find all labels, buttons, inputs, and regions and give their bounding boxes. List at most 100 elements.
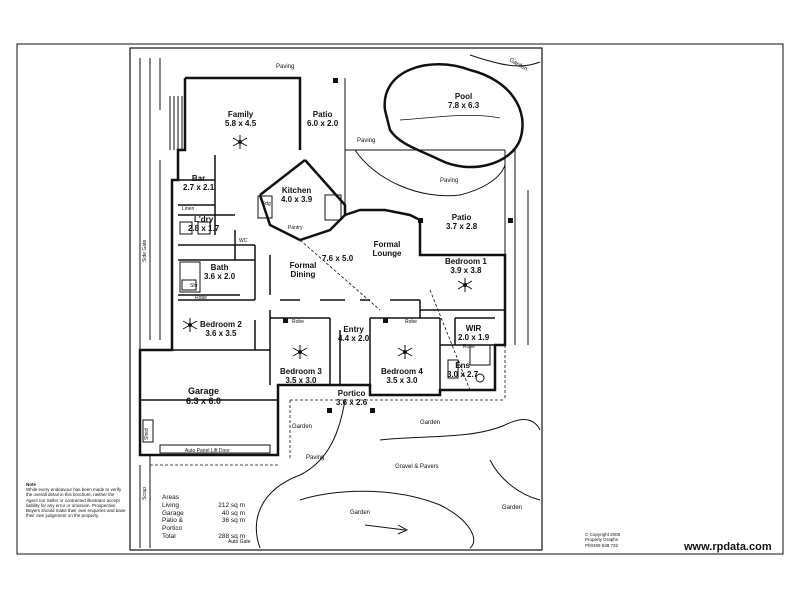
posts xyxy=(283,78,513,413)
room-wir: WIR 2.0 x 1.9 xyxy=(458,324,490,343)
room-bedroom4-dim: 3.5 x 3.0 xyxy=(386,375,418,385)
copyright-line3: Ph0499 638 732 xyxy=(585,542,619,548)
room-family: Family 5.8 x 4.5 xyxy=(225,110,256,129)
room-formal-lounge-dim-wrap: 7.6 x 5.0 xyxy=(322,254,354,264)
room-bedroom3-name: Bedroom 3 xyxy=(280,367,322,376)
garden-curves xyxy=(255,54,541,549)
room-formal-dining: Formal Dining xyxy=(286,261,320,280)
bathroom-fixtures xyxy=(179,194,491,383)
label-side-gate: Side Gate xyxy=(142,239,148,262)
room-ldry-dim: 2.8 x 1.7 xyxy=(188,223,220,233)
room-bedroom2: Bedroom 2 3.6 x 3.5 xyxy=(200,320,242,339)
label-robe-ens: Robe xyxy=(463,344,475,350)
room-bedroom4: Bedroom 4 3.5 x 3.0 xyxy=(381,367,423,386)
copyright-line1: © Copyright 2008 xyxy=(585,532,621,537)
room-ens-name: Ens xyxy=(455,361,470,370)
areas-title: Areas xyxy=(162,494,179,501)
room-bath-dim: 3.6 x 2.0 xyxy=(204,271,236,281)
room-patio-right-name: Patio xyxy=(451,213,472,222)
room-bedroom3-dim: 3.5 x 3.0 xyxy=(285,375,317,385)
room-formal-lounge-dim: 7.6 x 5.0 xyxy=(322,254,354,263)
label-paving-top: Paving xyxy=(276,64,295,70)
copyright-block: © Copyright 2008 Property Graphs Ph0499 … xyxy=(585,532,620,548)
label-garden-bottom: Garden xyxy=(350,510,371,516)
room-wir-dim: 2.0 x 1.9 xyxy=(458,332,490,342)
room-entry-dim: 4.4 x 2.0 xyxy=(338,333,370,343)
label-paving-pool: Paving xyxy=(440,178,459,184)
room-kitchen: Kitchen 4.0 x 3.9 xyxy=(281,186,313,205)
pool-outline xyxy=(383,63,524,169)
label-auto-gate: Auto Gate xyxy=(228,539,251,545)
room-patio-top-name: Patio xyxy=(312,110,333,119)
room-portico-dim: 3.6 x 2.6 xyxy=(336,397,368,407)
room-pool-name: Pool xyxy=(454,92,473,101)
room-pool: Pool 7.8 x 6.3 xyxy=(448,92,480,111)
label-garden-left: Garden xyxy=(292,424,313,430)
label-garden-mid: Garden xyxy=(420,420,441,426)
label-garden-br: Garden xyxy=(502,505,523,511)
room-pool-dim: 7.8 x 6.3 xyxy=(448,100,480,110)
room-bar-dim: 2.7 x 2.1 xyxy=(183,182,215,192)
room-wir-name: WIR xyxy=(465,324,482,333)
copyright-line2: Property Graphs xyxy=(585,537,619,543)
label-scrap: Scrap xyxy=(142,486,148,500)
areas-row-key: Garage xyxy=(162,509,184,517)
room-ldry-name: L'dry xyxy=(193,215,214,224)
room-bedroom1-name: Bedroom 1 xyxy=(445,257,487,266)
room-bath: Bath 3.6 x 2.0 xyxy=(204,263,236,282)
areas-row-value: 288 sq m xyxy=(218,532,245,540)
areas-row-key: Patio & Portico xyxy=(162,517,183,533)
label-wc: WC xyxy=(239,238,248,244)
areas-row-key: Living xyxy=(162,501,179,509)
room-kitchen-name: Kitchen xyxy=(281,186,312,195)
label-pantry: Pantry xyxy=(288,225,303,231)
room-bedroom4-name: Bedroom 4 xyxy=(381,367,423,376)
label-paving-bottom: Paving xyxy=(306,455,325,461)
room-bedroom3: Bedroom 3 3.5 x 3.0 xyxy=(280,367,322,386)
areas-row: Patio & Portico 36 sq m xyxy=(162,517,245,533)
room-patio-right: Patio 3.7 x 2.8 xyxy=(446,213,477,232)
label-shr: Shr xyxy=(190,283,198,289)
north-arrow xyxy=(364,524,409,535)
areas-row-value: 212 sq m xyxy=(218,501,245,509)
footer-url[interactable]: www.rpdata.com xyxy=(684,541,772,553)
areas-row-value: 36 sq m xyxy=(221,517,245,525)
room-kitchen-dim: 4.0 x 3.9 xyxy=(281,194,313,204)
label-robe-b4: Robe xyxy=(405,319,417,325)
label-auto-door: Auto Panel Lift Door xyxy=(185,448,230,454)
disclaimer-note: Note While every endeavour has been made… xyxy=(26,482,126,518)
room-bedroom2-name: Bedroom 2 xyxy=(200,320,242,329)
room-formal-dining-name: Formal Dining xyxy=(289,261,317,279)
room-ens: Ens 3.0 x 2.7 xyxy=(447,361,478,380)
room-garage-dim: 6.3 x 6.0 xyxy=(186,395,222,406)
label-paving-mid: Paving xyxy=(357,138,376,144)
label-robe-b2: Robe xyxy=(195,295,207,301)
note-title: Note xyxy=(26,482,36,487)
label-robe-b3: Robe xyxy=(292,319,304,325)
room-bedroom1: Bedroom 1 3.9 x 3.8 xyxy=(445,257,487,276)
room-patio-top-dim: 6.0 x 2.0 xyxy=(307,118,339,128)
room-bar: Bar 2.7 x 2.1 xyxy=(183,174,215,193)
room-bath-name: Bath xyxy=(210,263,229,272)
room-entry: Entry 4.4 x 2.0 xyxy=(338,325,370,344)
pool-inner xyxy=(399,115,501,121)
shed-box xyxy=(142,419,154,443)
lot-boundary xyxy=(129,47,543,551)
room-ldry: L'dry 2.8 x 1.7 xyxy=(188,215,220,234)
label-fridge: Fdg xyxy=(262,201,271,207)
room-portico-name: Portico xyxy=(337,389,366,398)
note-body: While every endeavour has been made to v… xyxy=(26,487,126,519)
areas-row: Living 212 sq m xyxy=(162,502,245,510)
room-bar-name: Bar xyxy=(191,174,206,183)
room-portico: Portico 3.6 x 2.6 xyxy=(336,389,368,408)
room-garage: Garage 6.3 x 6.0 xyxy=(186,386,222,407)
room-garage-name: Garage xyxy=(188,386,220,396)
label-gravel: Gravel & Pavers xyxy=(395,464,439,470)
room-bedroom1-dim: 3.9 x 3.8 xyxy=(450,265,482,275)
stairs xyxy=(169,96,183,150)
